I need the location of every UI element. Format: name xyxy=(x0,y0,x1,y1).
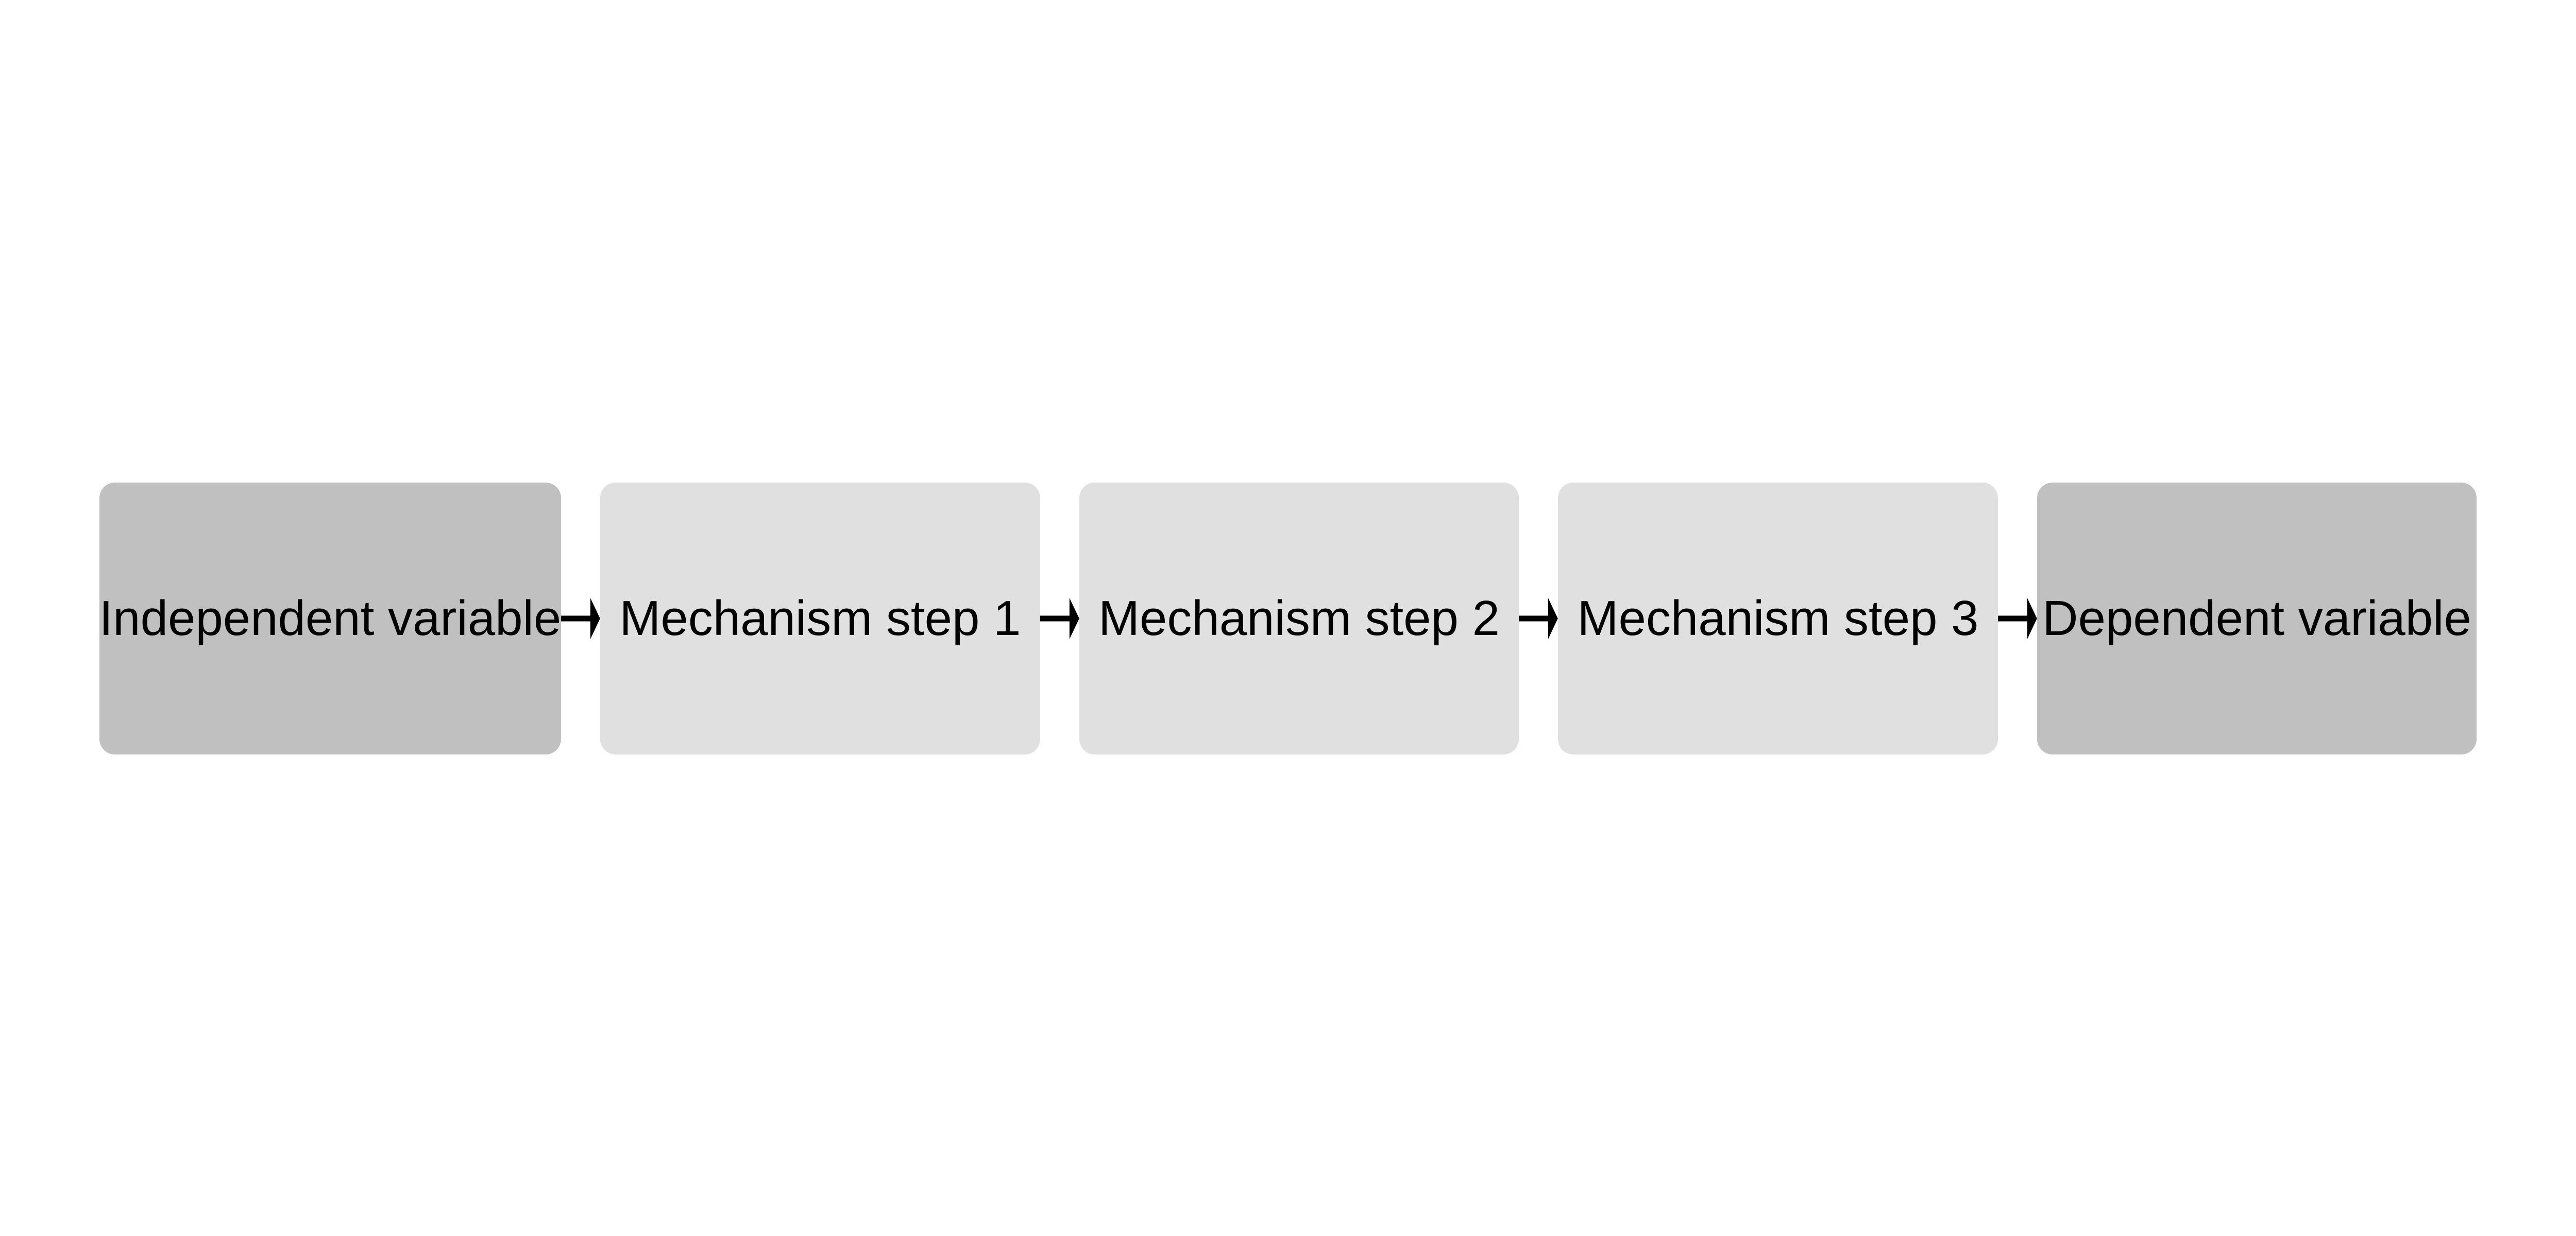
arrow-3 xyxy=(1519,593,1558,644)
arrow-2 xyxy=(1040,593,1079,644)
node-label: Mechanism step 2 xyxy=(1098,591,1500,646)
node-label: Mechanism step 1 xyxy=(619,591,1021,646)
arrow-4 xyxy=(1997,593,2037,644)
flow-row: Independent variable Mechanism step 1 Me… xyxy=(99,483,2477,754)
node-mechanism-step-3: Mechanism step 3 xyxy=(1558,483,1998,754)
node-label: Mechanism step 3 xyxy=(1577,591,1979,646)
node-label: Independent variable xyxy=(99,591,562,646)
node-label: Dependent variable xyxy=(2042,591,2471,646)
arrow-1 xyxy=(561,593,601,644)
node-mechanism-step-2: Mechanism step 2 xyxy=(1079,483,1519,754)
node-independent-variable: Independent variable xyxy=(99,483,562,754)
node-dependent-variable: Dependent variable xyxy=(2037,483,2477,754)
node-mechanism-step-1: Mechanism step 1 xyxy=(600,483,1040,754)
